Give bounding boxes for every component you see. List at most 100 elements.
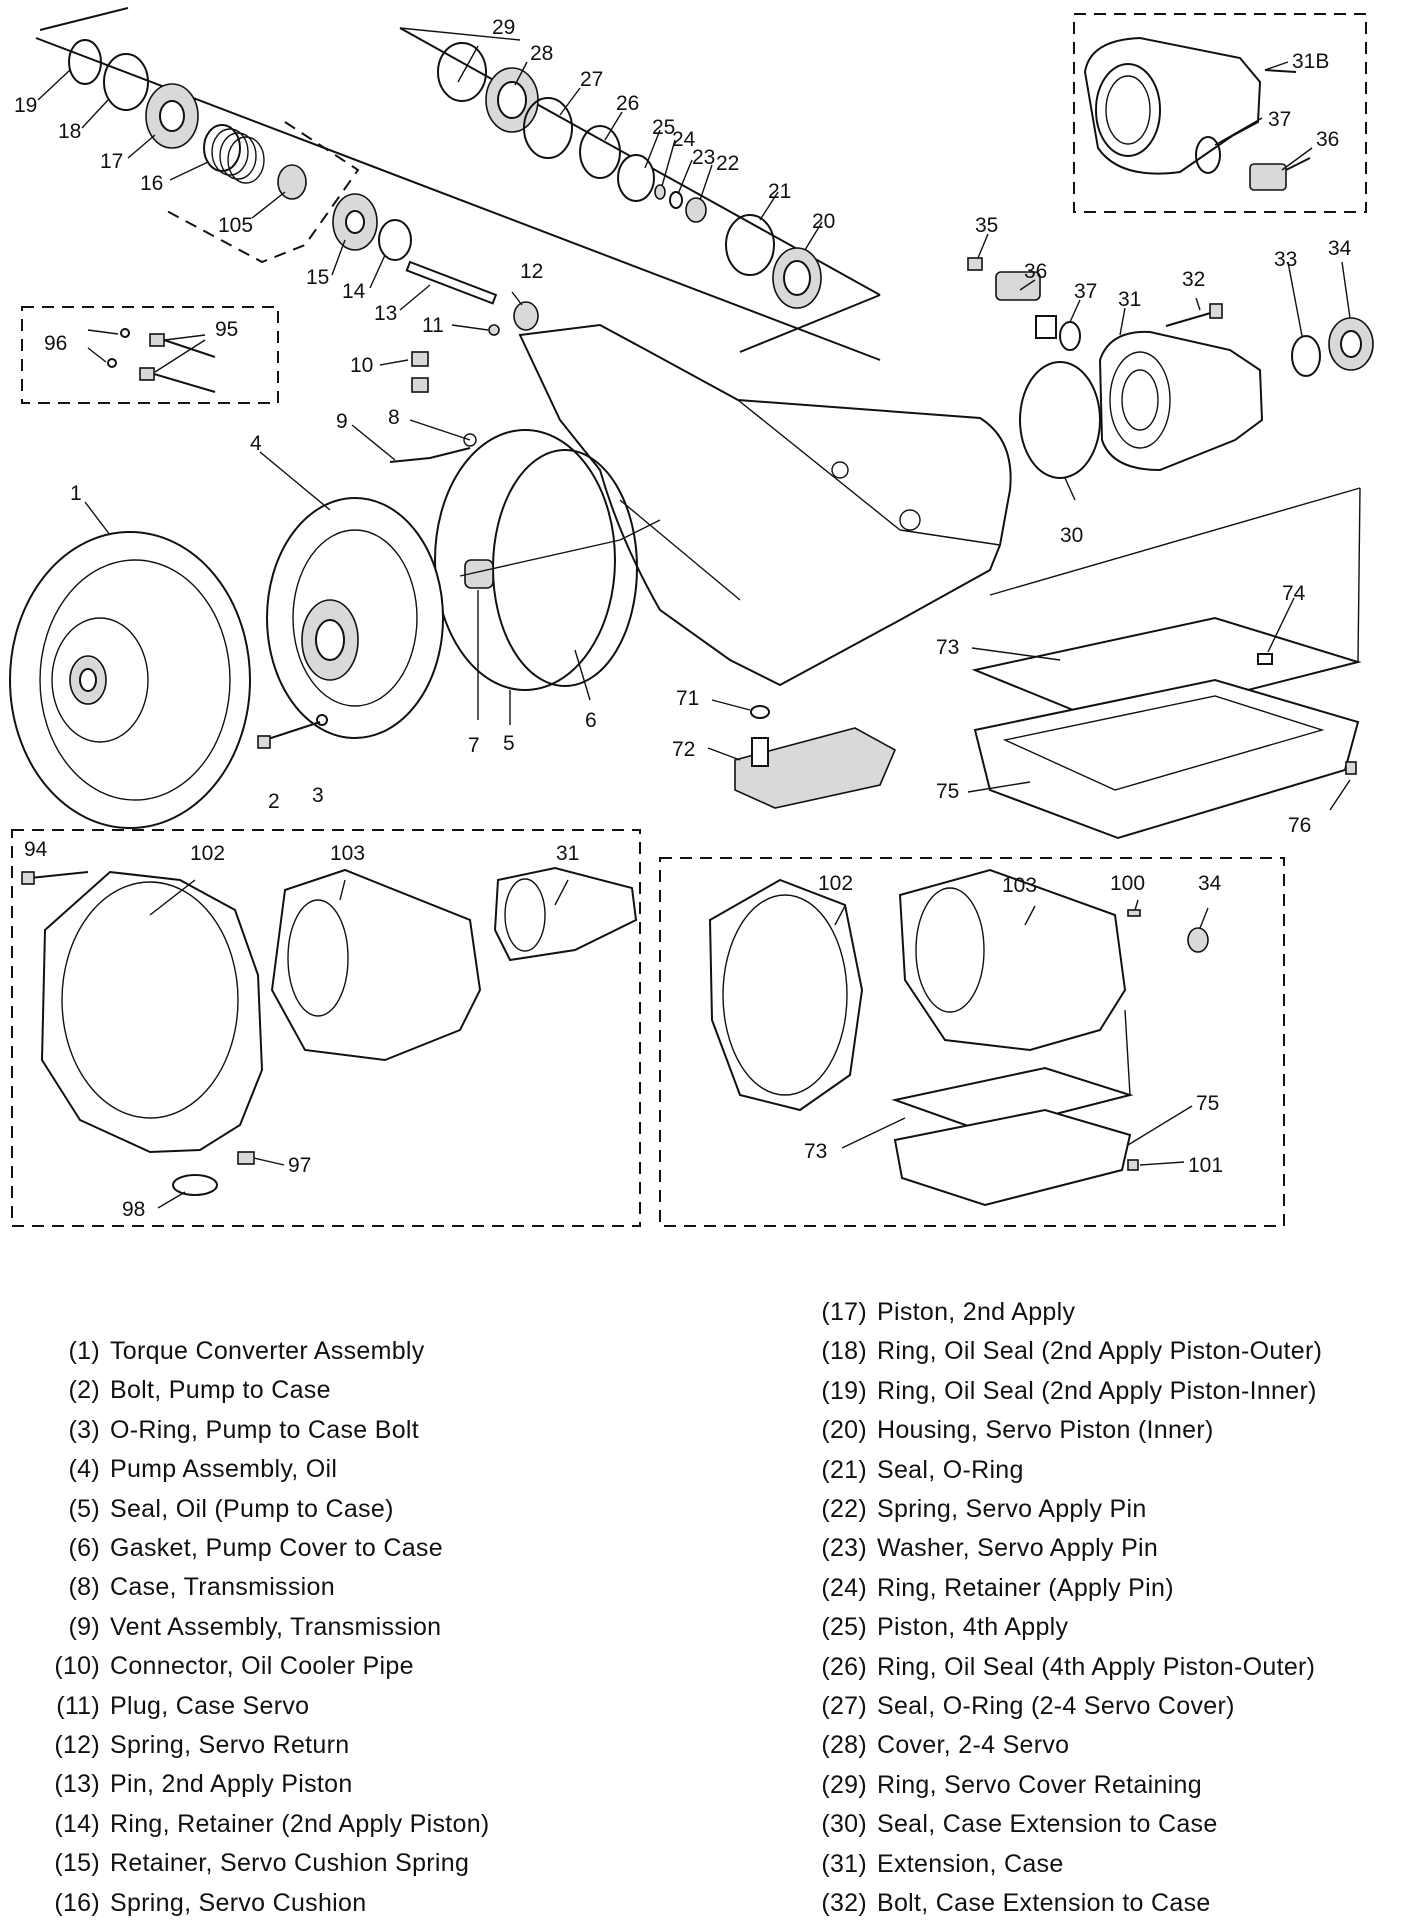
legend-item-number: (5) <box>68 1494 100 1523</box>
callout-4: 4 <box>250 432 262 455</box>
seal-5 <box>434 429 616 691</box>
legend-item: (28) Cover, 2-4 Servo <box>795 1726 1322 1765</box>
legend-item-number: (10) <box>54 1652 100 1681</box>
legend-item-number: (22) <box>821 1495 867 1524</box>
legend-item-text: Cover, 2-4 Servo <box>877 1731 1070 1760</box>
ring-14 <box>378 219 412 261</box>
legend-item: (18)Ring, Oil Seal (2nd Apply Piston-Out… <box>795 1332 1322 1371</box>
legend-item-text: Bolt, Pump to Case <box>110 1376 331 1405</box>
ring-26 <box>579 125 621 179</box>
bolt-32 <box>1165 303 1223 327</box>
legend-item-number: (1) <box>68 1337 100 1365</box>
callout-72: 72 <box>672 738 695 761</box>
seal-71 <box>750 705 770 719</box>
legend-item: (10) Connector, Oil Cooler Pipe <box>30 1647 490 1686</box>
legend-item-number: (26) <box>821 1652 867 1681</box>
callout-29: 29 <box>492 16 515 39</box>
legend-item-number: (16) <box>54 1888 100 1917</box>
legend-item-number: (27) <box>821 1692 867 1721</box>
callout-25: 25 <box>652 116 675 139</box>
callout-97: 97 <box>288 1154 311 1177</box>
callout-8: 8 <box>388 406 400 429</box>
plug-11 <box>488 324 500 336</box>
legend-item: (32)Bolt, Case Extension to Case <box>795 1884 1322 1923</box>
legend-item-text: Pump Assembly, Oil <box>110 1455 338 1484</box>
callout-30: 30 <box>1060 524 1083 547</box>
part-97 <box>237 1151 255 1165</box>
legend-item: (13)Pin, 2nd Apply Piston <box>30 1765 490 1804</box>
ring-19 <box>68 39 102 85</box>
legend-item-text: Case, Transmission <box>110 1573 335 1602</box>
legend-item-text: Ring, Servo Cover Retaining <box>877 1770 1202 1799</box>
pin-13 <box>405 260 498 305</box>
bolt-94 <box>21 871 89 885</box>
parts-legend-right: (17)Piston, 2nd Apply(18)Ring, Oil Seal … <box>795 1293 1322 1924</box>
case-103-left <box>270 868 482 1062</box>
callout-71: 71 <box>676 687 699 710</box>
ring-29 <box>437 42 487 102</box>
legend-item-number: (4) <box>68 1455 100 1484</box>
inset-box-31b <box>1073 13 1367 213</box>
legend-item: (24)Ring, Retainer (Apply Pin) <box>795 1569 1322 1608</box>
case-8-label-leader <box>463 433 477 447</box>
callout-37: 37 <box>1074 280 1097 303</box>
inset-box-bellhousing-right <box>659 857 1285 1227</box>
legend-item: (5)Seal, Oil (Pump to Case) <box>30 1490 490 1529</box>
pan-75 <box>973 678 1360 840</box>
ring-18 <box>103 53 149 111</box>
callout-9: 9 <box>336 410 348 433</box>
legend-item-text: Connector, Oil Cooler Pipe <box>110 1652 414 1681</box>
kit-box-95-96 <box>21 306 279 404</box>
callout-labels: 19 18 17 16 105 15 14 13 12 11 10 8 9 1 … <box>14 16 1352 1221</box>
legend-item: (6)Gasket, Pump Cover to Case <box>30 1529 490 1568</box>
legend-item: (20)Housing, Servo Piston (Inner) <box>795 1411 1322 1450</box>
callout-103-right: 103 <box>1002 874 1037 897</box>
legend-item-text: Seal, O-Ring <box>877 1455 1024 1484</box>
callout-103-left: 103 <box>330 842 365 865</box>
retainer-15 <box>332 193 378 251</box>
part-98 <box>172 1174 218 1196</box>
legend-item: (2)Bolt, Pump to Case <box>30 1371 490 1410</box>
legend-item: (27) Seal, O-Ring (2-4 Servo Cover) <box>795 1687 1322 1726</box>
legend-item-number: (20) <box>821 1416 867 1445</box>
legend-item-number: (13) <box>54 1770 100 1799</box>
legend-item-number: (21) <box>821 1455 867 1484</box>
filter-72 <box>734 727 897 809</box>
bolt-101 <box>1127 1159 1139 1171</box>
legend-item-number: (9) <box>68 1612 100 1641</box>
seal-21 <box>725 214 775 276</box>
callout-105: 105 <box>218 214 253 237</box>
legend-item: (29)Ring, Servo Cover Retaining <box>795 1766 1322 1805</box>
vent-9 <box>389 447 471 463</box>
legend-item-text: Seal, Case Extension to Case <box>877 1810 1218 1839</box>
magnet-74 <box>1257 653 1273 665</box>
callout-3: 3 <box>312 784 324 807</box>
legend-item-text: Seal, O-Ring (2-4 Servo Cover) <box>877 1692 1235 1721</box>
legend-item: (23) Washer, Servo Apply Pin <box>795 1529 1322 1568</box>
legend-item: (8)Case, Transmission <box>30 1568 490 1607</box>
legend-item-text: Spring, Servo Apply Pin <box>877 1495 1147 1524</box>
bolt-76 <box>1345 761 1357 775</box>
seal-37 <box>1059 321 1081 351</box>
legend-item-text: Extension, Case <box>877 1849 1064 1878</box>
legend-item-text: Ring, Oil Seal (2nd Apply Piston-Outer) <box>877 1337 1323 1366</box>
legend-item-text: Spring, Servo Cushion <box>110 1888 367 1917</box>
legend-item-text: Ring, Oil Seal (4th Apply Piston-Outer) <box>877 1652 1316 1681</box>
bolt-35 <box>967 257 983 271</box>
legend-item-number: (6) <box>68 1534 100 1563</box>
callout-14: 14 <box>342 280 366 303</box>
legend-item-text: Washer, Servo Apply Pin <box>877 1534 1159 1563</box>
callout-26: 26 <box>616 92 639 115</box>
callout-16: 16 <box>140 172 163 195</box>
seal-30 <box>1019 361 1101 479</box>
legend-item-text: Piston, 4th Apply <box>877 1613 1069 1642</box>
callout-12: 12 <box>520 260 543 283</box>
case-103-right <box>898 868 1127 1052</box>
callout-20: 20 <box>812 210 835 233</box>
callout-24: 24 <box>672 128 696 151</box>
callout-32: 32 <box>1182 268 1205 291</box>
legend-item-number: (11) <box>56 1691 100 1720</box>
seal-34-right <box>1187 927 1209 953</box>
legend-item-number: (23) <box>821 1534 867 1563</box>
legend-item-number: (28) <box>821 1731 867 1760</box>
